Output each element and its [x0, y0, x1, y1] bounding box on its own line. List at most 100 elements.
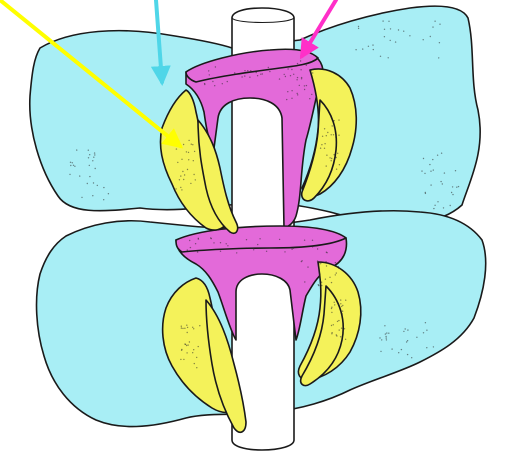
stipple-dot	[220, 242, 221, 243]
stipple-dot	[329, 157, 330, 158]
stipple-dot	[184, 328, 185, 329]
stipple-dot	[184, 174, 185, 175]
stipple-dot	[180, 359, 181, 360]
stipple-dot	[355, 49, 356, 50]
stipple-dot	[284, 251, 285, 252]
stipple-dot	[430, 171, 431, 172]
stipple-dot	[304, 281, 305, 282]
stipple-dot	[180, 175, 181, 176]
stipple-dot	[338, 119, 339, 120]
stipple-dot	[108, 193, 109, 194]
stipple-dot	[388, 333, 389, 334]
stipple-dot	[95, 168, 96, 169]
stipple-dot	[70, 165, 71, 166]
stipple-dot	[430, 184, 431, 185]
stipple-dot	[279, 78, 280, 79]
stipple-dot	[285, 76, 286, 77]
stipple-dot	[338, 266, 339, 267]
stipple-dot	[249, 77, 250, 78]
stipple-dot	[287, 68, 288, 69]
stipple-dot	[291, 90, 292, 91]
stipple-dot	[247, 70, 248, 71]
stipple-dot	[182, 328, 183, 329]
stipple-dot	[403, 31, 404, 32]
stipple-dot	[293, 248, 294, 249]
stipple-dot	[456, 187, 457, 188]
stipple-dot	[401, 349, 402, 350]
stipple-dot	[184, 343, 185, 344]
stipple-dot	[199, 325, 200, 326]
stipple-dot	[324, 148, 325, 149]
stipple-dot	[193, 160, 194, 161]
stipple-dot	[186, 151, 187, 152]
stipple-dot	[432, 159, 433, 160]
stipple-dot	[340, 336, 341, 337]
stipple-dot	[381, 339, 382, 340]
stipple-dot	[331, 332, 332, 333]
stipple-dot	[320, 148, 321, 149]
stipple-dot	[342, 331, 343, 332]
stipple-dot	[451, 192, 452, 193]
stipple-dot	[336, 169, 337, 170]
stipple-dot	[181, 159, 182, 160]
stipple-dot	[321, 285, 322, 286]
stipple-dot	[362, 48, 363, 49]
stipple-dot	[213, 242, 214, 243]
stipple-dot	[398, 352, 399, 353]
stipple-dot	[386, 332, 387, 333]
stipple-dot	[384, 325, 385, 326]
stipple-dot	[380, 56, 381, 57]
stipple-dot	[186, 345, 187, 346]
stipple-dot	[93, 157, 94, 158]
stipple-dot	[406, 341, 407, 342]
stipple-dot	[179, 179, 180, 180]
stipple-dot	[89, 165, 90, 166]
stipple-dot	[326, 265, 327, 266]
stipple-dot	[291, 69, 292, 70]
stipple-dot	[423, 39, 424, 40]
stipple-dot	[226, 243, 227, 244]
stipple-dot	[291, 98, 292, 99]
stipple-dot	[266, 251, 267, 252]
stipple-dot	[452, 194, 453, 195]
stipple-dot	[79, 175, 80, 176]
stipple-dot	[333, 134, 334, 135]
stipple-dot	[386, 339, 387, 340]
stipple-dot	[390, 40, 391, 41]
stipple-dot	[188, 140, 189, 141]
stipple-dot	[198, 238, 199, 239]
stipple-dot	[411, 357, 412, 358]
stipple-dot	[434, 205, 435, 206]
stipple-dot	[331, 158, 332, 159]
stipple-dot	[338, 320, 339, 321]
stipple-dot	[319, 273, 320, 274]
stipple-dot	[291, 249, 292, 250]
stipple-dot	[191, 144, 192, 145]
stipple-dot	[317, 248, 318, 249]
stipple-dot	[293, 74, 294, 75]
stipple-dot	[222, 83, 223, 84]
stipple-dot	[195, 243, 196, 244]
stipple-dot	[426, 347, 427, 348]
stipple-dot	[312, 240, 313, 241]
stipple-dot	[76, 149, 77, 150]
stipple-dot	[324, 143, 325, 144]
stipple-dot	[331, 282, 332, 283]
stipple-dot	[103, 199, 104, 200]
stipple-dot	[287, 91, 288, 92]
stipple-dot	[93, 182, 94, 183]
stipple-dot	[192, 352, 193, 353]
stipple-dot	[192, 144, 193, 145]
stipple-dot	[325, 261, 326, 262]
stipple-dot	[183, 179, 184, 180]
stipple-dot	[372, 44, 373, 45]
stipple-dot	[304, 85, 305, 86]
stipple-dot	[301, 261, 302, 262]
stipple-dot	[391, 348, 392, 349]
stipple-dot	[186, 325, 187, 326]
stipple-dot	[187, 332, 188, 333]
stipple-dot	[424, 173, 425, 174]
stipple-dot	[430, 36, 431, 37]
stipple-dot	[335, 136, 336, 137]
stipple-dot	[395, 41, 396, 42]
